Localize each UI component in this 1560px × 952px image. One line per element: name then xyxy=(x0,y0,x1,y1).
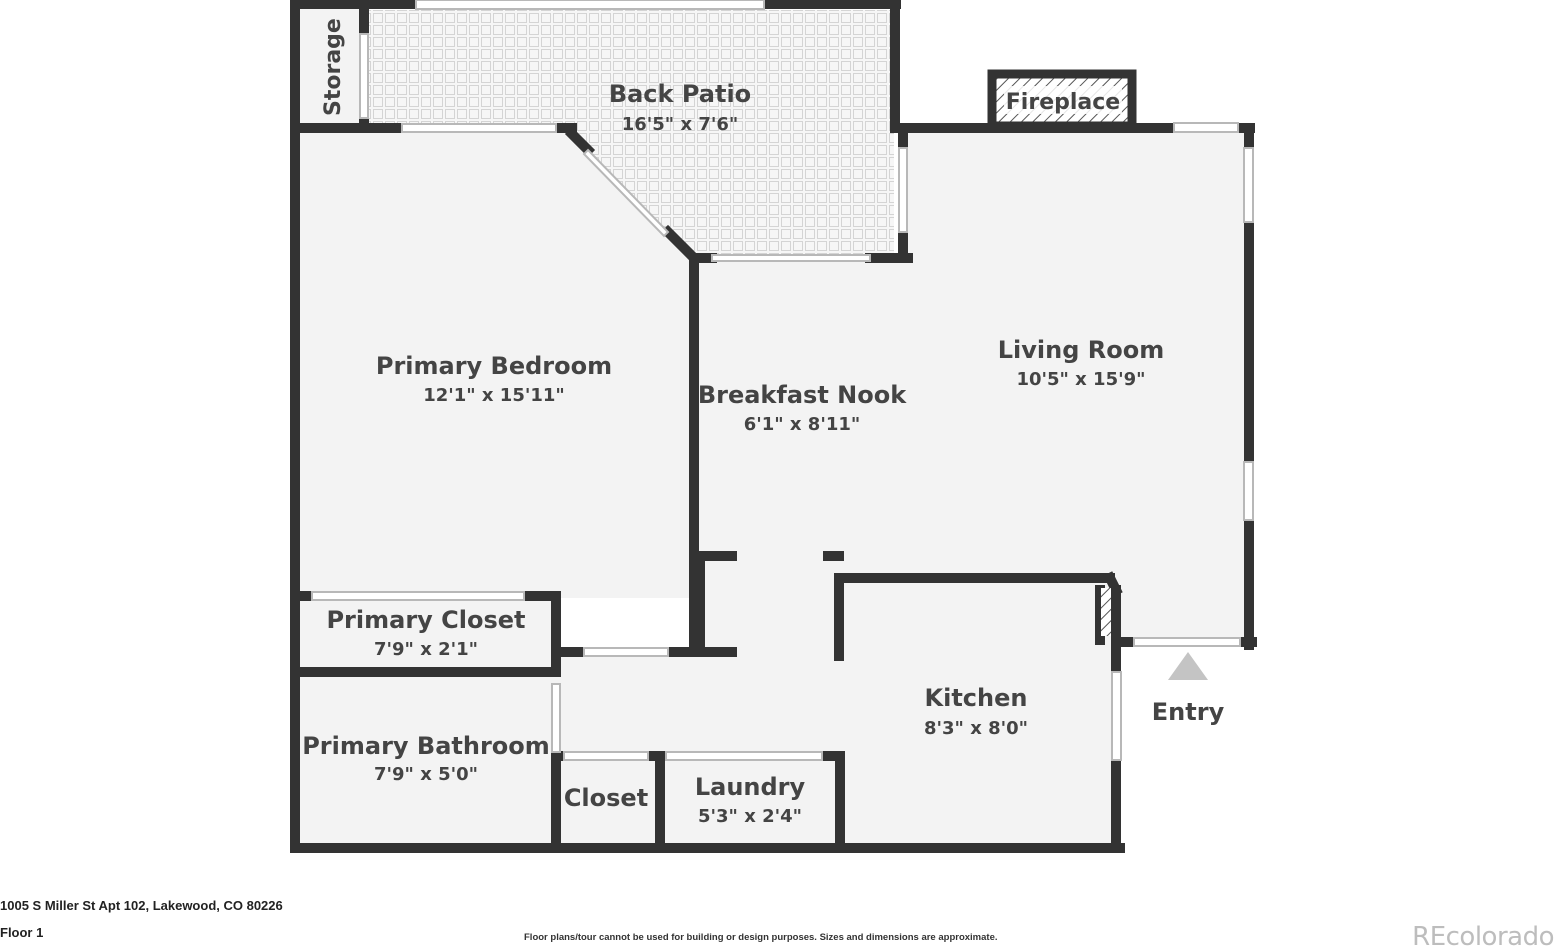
floor-label: Floor 1 xyxy=(0,925,44,940)
back-patio-name: Back Patio xyxy=(609,80,751,108)
living-room-dims: 10'5" x 15'9" xyxy=(1016,369,1145,390)
entry-label: Entry xyxy=(1152,698,1225,726)
fireplace-label-bg xyxy=(1004,86,1122,114)
kitchen-counter xyxy=(1101,588,1111,636)
address-text: 1005 S Miller St Apt 102, Lakewood, CO 8… xyxy=(0,898,283,913)
laundry-dims: 5'3" x 2'4" xyxy=(698,806,802,827)
entry-arrow-icon xyxy=(1168,652,1208,680)
closet-name: Closet xyxy=(564,784,648,812)
windows xyxy=(311,0,1254,761)
laundry-name: Laundry xyxy=(695,773,806,801)
living-room-name: Living Room xyxy=(998,336,1164,364)
kitchen-dims: 8'3" x 8'0" xyxy=(924,718,1028,739)
primary-bedroom-dims: 12'1" x 15'11" xyxy=(423,385,565,406)
primary-bedroom-name: Primary Bedroom xyxy=(376,352,612,380)
floor-fills xyxy=(296,8,1248,848)
back-patio-dims: 16'5" x 7'6" xyxy=(622,114,739,135)
back-patio-floor xyxy=(364,10,894,258)
primary-bathroom-name: Primary Bathroom xyxy=(302,732,550,760)
kitchen-name: Kitchen xyxy=(925,684,1028,712)
primary-closet-dims: 7'9" x 2'1" xyxy=(374,639,478,660)
disclaimer-text: Floor plans/tour cannot be used for buil… xyxy=(524,932,998,943)
primary-closet-name: Primary Closet xyxy=(326,606,525,634)
primary-bathroom-dims: 7'9" x 5'0" xyxy=(374,764,478,785)
breakfast-nook-name: Breakfast Nook xyxy=(698,381,907,409)
storage-label: Storage xyxy=(321,18,346,116)
brand-logo: REcolorado xyxy=(1412,922,1554,952)
walls xyxy=(290,0,1257,853)
fireplace-label: Fireplace xyxy=(1006,90,1120,115)
breakfast-nook-dims: 6'1" x 8'11" xyxy=(744,414,861,435)
